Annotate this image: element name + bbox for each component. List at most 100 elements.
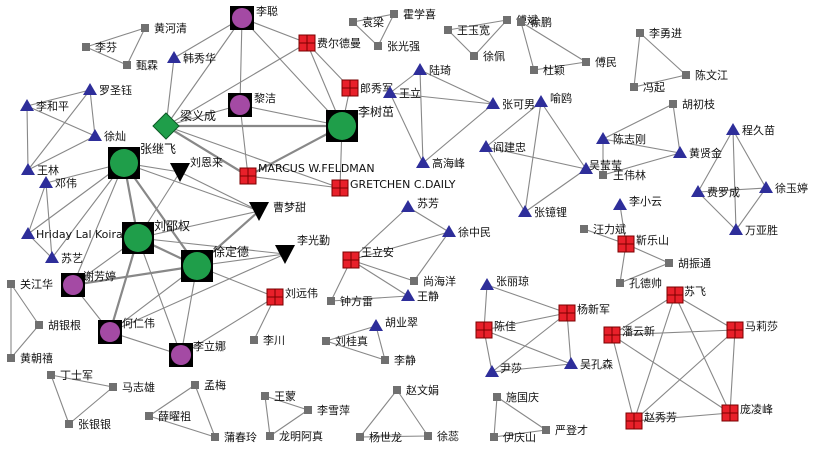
blue-triangle-icon [726, 123, 740, 135]
node-label: 张可男 [502, 98, 535, 111]
edge [239, 17, 243, 106]
node: 费尔德曼 [298, 34, 361, 52]
node: 杨新军 [558, 302, 610, 322]
edge [89, 89, 96, 137]
green-circle-icon [181, 250, 213, 282]
node-label: 费尔德曼 [317, 36, 361, 50]
edge [729, 329, 736, 414]
node-label: 曹梦甜 [273, 201, 306, 214]
node: 丁士军 [47, 369, 93, 382]
node-label: 薛曜祖 [158, 409, 191, 423]
node-label: 何仁伟 [122, 317, 155, 330]
blue-triangle-icon [45, 251, 59, 263]
gray-square-icon [381, 356, 389, 364]
node: 郎秀军 [341, 79, 393, 97]
node: 刘远伟 [266, 287, 318, 306]
node: 黎洁 [228, 91, 276, 117]
edge [27, 135, 96, 171]
gray-square-icon [669, 100, 677, 108]
node-label: 王静 [417, 289, 439, 303]
node: 徐中民 [442, 225, 491, 239]
node: 王立 [383, 86, 421, 100]
node-label: 黄朝禧 [20, 351, 53, 365]
node: 梁义成 [152, 108, 216, 140]
node: 胡初枝 [669, 97, 715, 111]
node: 苏艺 [45, 251, 83, 265]
edge [180, 296, 276, 356]
edge [50, 374, 70, 425]
gray-square-icon [123, 61, 131, 69]
node: 张丽琼 [480, 274, 529, 290]
node-label: 黄河清 [154, 21, 187, 35]
edge [697, 191, 737, 231]
node-label: 张光强 [387, 39, 420, 53]
green-circle-icon [326, 110, 358, 142]
gray-square-icon [82, 43, 90, 51]
red-grid-square-icon [475, 321, 493, 339]
gray-square-icon [349, 18, 357, 26]
red-grid-square-icon [341, 79, 359, 97]
edge [485, 101, 542, 148]
edge [27, 89, 91, 171]
node: 钟方雷 [327, 294, 373, 308]
node-label: 尚海洋 [423, 274, 456, 288]
node: 李树茁 [326, 104, 394, 142]
gray-square-icon [35, 321, 43, 329]
blue-triangle-icon [673, 146, 687, 158]
node: 张光强 [374, 39, 420, 53]
red-grid-square-icon [603, 326, 621, 344]
node: 施国庆 [493, 390, 539, 404]
red-grid-square-icon [266, 288, 284, 306]
edge [419, 69, 494, 105]
edge [194, 384, 216, 438]
edge [633, 412, 731, 422]
red-grid-square-icon [558, 304, 576, 322]
edge [493, 396, 498, 438]
edge [375, 325, 386, 361]
edge [350, 259, 415, 282]
purple-circle-icon [228, 93, 252, 117]
node-label: 邓伟 [55, 177, 77, 190]
node: 徐灿 [88, 129, 126, 143]
edge [179, 171, 260, 212]
edge [672, 103, 681, 154]
edge [45, 182, 53, 259]
blue-triangle-icon [369, 319, 383, 331]
node-label: 庞凌峰 [740, 402, 773, 416]
node: 庞凌峰 [721, 402, 773, 422]
blue-triangle-icon [564, 357, 578, 369]
node-label: GRETCHEN C.DAILY [350, 178, 456, 191]
gray-square-icon [616, 279, 624, 287]
edge [540, 101, 587, 170]
node-label: 刘桂真 [335, 334, 368, 348]
node: 张镱锂 [518, 205, 567, 219]
node-label: 张银银 [78, 417, 111, 431]
edge [485, 146, 587, 170]
edge [407, 206, 450, 233]
node: 徐蕊 [424, 429, 459, 443]
edge [619, 262, 670, 284]
edge [165, 42, 308, 127]
blue-triangle-icon [413, 63, 427, 75]
gray-square-icon [261, 392, 269, 400]
node-label: 李和平 [36, 99, 69, 113]
node-label: 陈志刚 [613, 132, 646, 146]
gray-square-icon [470, 52, 478, 60]
edge [264, 395, 271, 437]
node-label: 陈佳 [494, 319, 516, 333]
gray-square-icon [145, 412, 153, 420]
node-label: 张镱锂 [534, 205, 567, 219]
blue-triangle-icon [167, 51, 181, 63]
node-label: 李芬 [95, 40, 117, 54]
red-grid-square-icon [298, 34, 316, 52]
node: 张可男 [486, 97, 535, 111]
node-label: 刘邵权 [154, 219, 190, 233]
node: 冯起 [630, 81, 665, 94]
node-label: 徐玉婷 [775, 181, 808, 195]
node-label: 谢芳婷 [83, 269, 116, 283]
edge [352, 21, 379, 47]
purple-circle-icon [61, 273, 85, 297]
node: 吴莹莹 [579, 159, 622, 174]
node-label: 杨新军 [577, 302, 610, 316]
blue-triangle-icon [416, 156, 430, 168]
